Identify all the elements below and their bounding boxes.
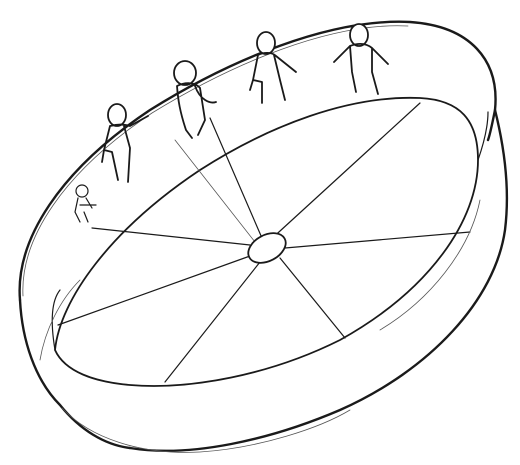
inner-wall-edge-right	[478, 112, 488, 160]
figure-body	[250, 53, 296, 103]
figure-body	[102, 116, 148, 182]
figures	[75, 24, 388, 222]
spoke-bottom	[165, 262, 260, 382]
spoke-left	[92, 228, 250, 245]
figure-person-4	[334, 24, 388, 94]
spoke-lower-right	[280, 258, 345, 338]
sketch-construction-lines	[40, 200, 480, 360]
figure-person-2	[174, 61, 216, 138]
figure-head	[108, 104, 126, 126]
figure-head	[350, 24, 368, 46]
figure-body	[334, 44, 388, 94]
figure-body	[75, 198, 96, 222]
spoke-right	[285, 232, 470, 248]
spoke-upper-left	[175, 140, 255, 242]
outer-wall-left	[20, 300, 130, 448]
outer-wall-bottom-sketch	[62, 408, 350, 452]
spoke-lower-left	[58, 256, 250, 325]
figure-head	[76, 185, 88, 197]
outer-wall-right	[130, 110, 507, 451]
figure-child	[75, 185, 96, 222]
figure-head	[257, 32, 275, 54]
figure-head	[174, 61, 196, 85]
